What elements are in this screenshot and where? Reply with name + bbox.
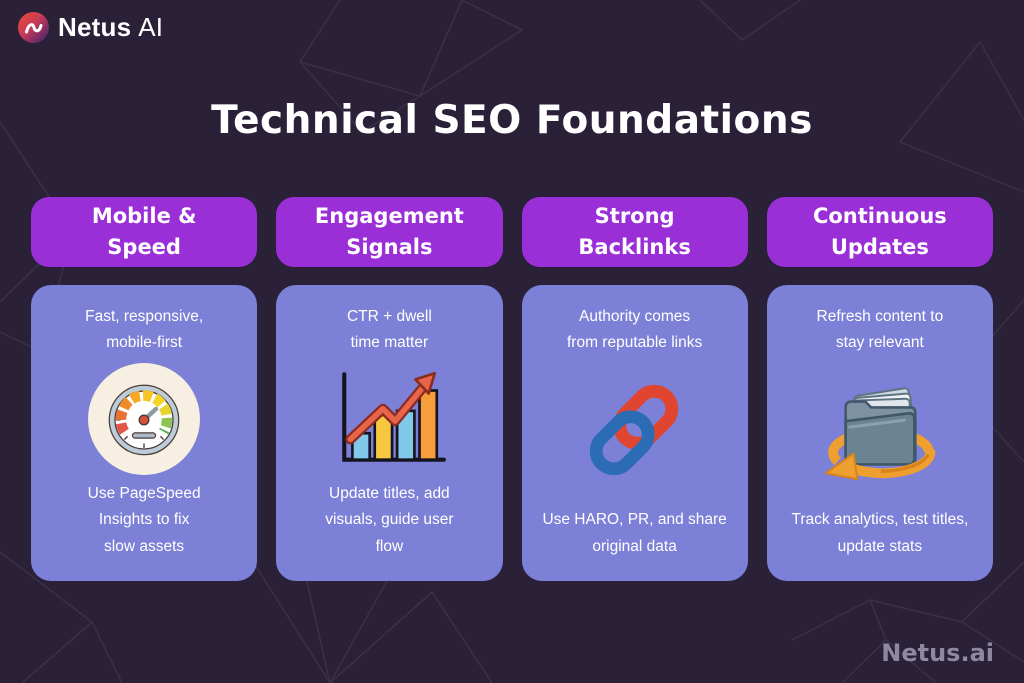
card-top-text: CTR + dwell time matter bbox=[346, 308, 432, 352]
card-bottom-text: Use HARO, PR, and share original data bbox=[542, 511, 727, 555]
chain-links-icon bbox=[580, 357, 690, 508]
card-top-text: Fast, responsive, mobile-first bbox=[85, 308, 204, 352]
column-header-strong-backlinks: Strong Backlinks bbox=[521, 197, 748, 267]
card-bottom-text: Use PageSpeed Insights to fix slow asset… bbox=[87, 484, 201, 555]
column-continuous-updates: Continuous Updates Refresh content to st… bbox=[766, 197, 993, 581]
column-card-strong-backlinks: Authority comes from reputable links Use… bbox=[521, 285, 748, 581]
column-header-continuous-updates: Continuous Updates bbox=[766, 197, 993, 267]
speedometer-icon bbox=[88, 357, 201, 481]
column-strong-backlinks: Strong Backlinks Authority comes from re… bbox=[521, 197, 748, 581]
columns-grid: Mobile & Speed Fast, responsive, mobile-… bbox=[31, 197, 993, 581]
brand-name: Netus AI bbox=[58, 12, 163, 43]
folder-refresh-icon bbox=[814, 357, 946, 508]
column-card-continuous-updates: Refresh content to stay relevant bbox=[766, 285, 993, 581]
card-top-text: Authority comes from reputable links bbox=[566, 308, 703, 352]
icon-circle-background bbox=[88, 362, 201, 475]
column-card-mobile-speed: Fast, responsive, mobile-first bbox=[31, 285, 258, 581]
brand-name-primary: Netus bbox=[58, 12, 132, 42]
footer-watermark: Netus.ai bbox=[881, 639, 994, 667]
column-header-mobile-speed: Mobile & Speed bbox=[31, 197, 258, 267]
brand-logo: Netus AI bbox=[18, 12, 163, 43]
netus-wave-icon bbox=[18, 12, 49, 43]
column-engagement-signals: Engagement Signals CTR + dwell time matt… bbox=[276, 197, 503, 581]
brand-name-secondary: AI bbox=[138, 12, 164, 42]
card-bottom-text: Track analytics, test titles, update sta… bbox=[791, 511, 969, 555]
card-bottom-text: Update titles, add visuals, guide user f… bbox=[325, 484, 454, 555]
column-card-engagement-signals: CTR + dwell time matter Update titles, a… bbox=[276, 285, 503, 581]
page-title: Technical SEO Foundations bbox=[211, 98, 813, 143]
card-top-text: Refresh content to stay relevant bbox=[816, 308, 944, 352]
column-header-engagement-signals: Engagement Signals bbox=[276, 197, 503, 267]
bar-chart-growth-icon bbox=[328, 357, 450, 481]
column-mobile-speed: Mobile & Speed Fast, responsive, mobile-… bbox=[31, 197, 258, 581]
